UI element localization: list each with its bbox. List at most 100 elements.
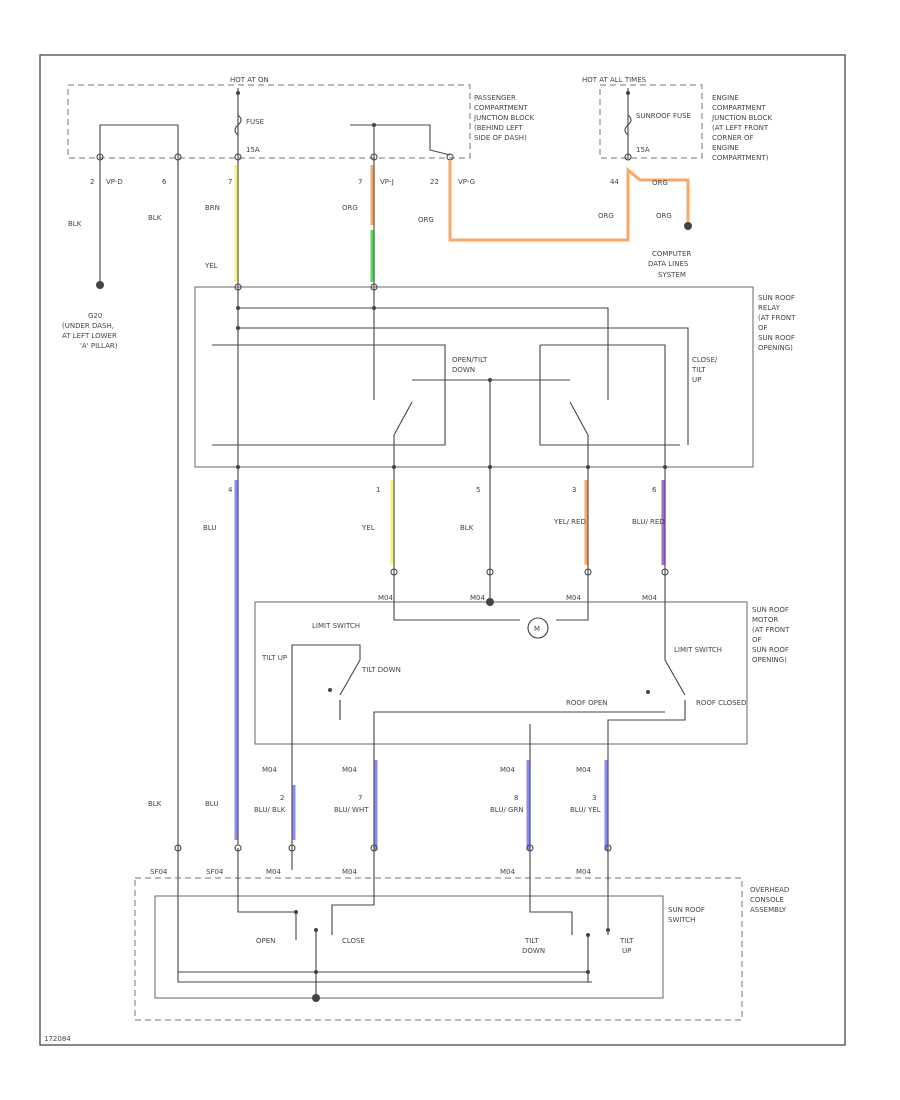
- power-wire-org-grn: ORG: [342, 160, 375, 290]
- pass-jb-line-4: (BEHIND LEFT: [474, 124, 523, 132]
- hot-at-all-times-label: HOT AT ALL TIMES: [582, 76, 647, 84]
- relay-pin-4: 3: [572, 486, 576, 494]
- pass-jb-line-2: COMPARTMENT: [474, 104, 528, 112]
- lower-pin-1: 2: [280, 794, 284, 802]
- conn-vpd: VP-D: [106, 178, 123, 186]
- eng-jb-line-6: ENGINE: [712, 144, 739, 152]
- open-tilt-line-1: OPEN/TILT: [452, 356, 488, 364]
- mid-wire-ylw-red: YEL/ RED: [553, 518, 586, 526]
- relay-motor-wires: BLU YEL BLK YEL/ RED BLU/ RED: [203, 467, 666, 845]
- org-d-label: ORG: [656, 212, 672, 220]
- overhead-console: OVERHEAD CONSOLE ASSEMBLY SUN ROOF SWITC…: [134, 844, 789, 1021]
- diagram-frame: [39, 54, 846, 1046]
- org-e-label: ORG: [652, 179, 668, 187]
- limit-switch-left: LIMIT SWITCH: [312, 622, 360, 630]
- org-c-label: ORG: [598, 212, 614, 220]
- lower-pin-2: 7: [358, 794, 362, 802]
- blk-a: BLK: [68, 220, 82, 228]
- open-tilt-line-2: DOWN: [452, 366, 475, 374]
- motor-line-1: SUN ROOF: [752, 606, 789, 614]
- sw-open-label: OPEN: [256, 937, 275, 945]
- sw-tilt-down-1: TILT: [524, 937, 539, 945]
- fuse-15a-run: FUSE 15A: [234, 88, 264, 160]
- sw-tilt-down-2: DOWN: [522, 947, 545, 955]
- pin-44: 44: [610, 178, 619, 186]
- pin-7a: 7: [228, 178, 232, 186]
- hot-at-on-label: HOT AT ON: [230, 76, 269, 84]
- pin-22: 22: [430, 178, 439, 186]
- pass-jb-line-1: PASSENGER: [474, 94, 516, 102]
- footer-code: 172084: [44, 1035, 71, 1043]
- motor-line-5: SUN ROOF: [752, 646, 789, 654]
- conn-l4: M04: [576, 766, 591, 774]
- blk-left-label: BLK: [148, 800, 162, 808]
- lower-wire-1: BLU/ BLK: [254, 806, 286, 814]
- fuse-1-label: FUSE: [246, 118, 264, 126]
- sw-conn-1: SF04: [150, 868, 168, 876]
- sw-conn-3: M04: [266, 868, 281, 876]
- conn-m1: M04: [378, 594, 393, 602]
- fuse-2-label: SUNROOF FUSE: [636, 112, 691, 120]
- fuse-15a-sunroof: SUNROOF FUSE 15A: [624, 88, 691, 160]
- motor-line-3: (AT FRONT: [752, 626, 790, 634]
- eng-jb-line-7: COMPARTMENT): [712, 154, 769, 162]
- ground-wire-g20: BLK: [68, 160, 104, 289]
- mid-wire-blk: BLK: [460, 524, 474, 532]
- sunroof-switch-line-2: SWITCH: [668, 916, 695, 924]
- relay-pin-5: 6: [652, 486, 657, 494]
- mid-wire-ylw: YEL: [361, 524, 375, 532]
- jb-terminals: [96, 153, 632, 161]
- lower-wire-4: BLU/ YEL: [570, 806, 601, 814]
- pin-7b: 7: [358, 178, 362, 186]
- roof-closed-label: ROOF CLOSED: [696, 699, 746, 707]
- console-line-1: OVERHEAD: [750, 886, 789, 894]
- conn-l1: M04: [262, 766, 277, 774]
- sw-conn-4: M04: [342, 868, 357, 876]
- sw-tilt-up-2: UP: [622, 947, 631, 955]
- pass-jb-line-3: JUNCTION BLOCK: [473, 114, 534, 122]
- mid-wire-blu-red: BLU/ RED: [632, 518, 665, 526]
- ground-line-2: (UNDER DASH,: [62, 322, 114, 330]
- lower-pin-4: 3: [592, 794, 596, 802]
- w-org-loop-wire: [448, 160, 690, 242]
- motor-switch-wires: M04 M04 M04 M04 2 7 8 3 BLU/ BLK BLU/ WH…: [148, 745, 609, 870]
- relay-line-2: RELAY: [758, 304, 781, 312]
- eng-jb-line-3: JUNCTION BLOCK: [711, 114, 772, 122]
- pin-6: 6: [162, 178, 167, 186]
- tilt-up-label: TILT UP: [261, 654, 287, 662]
- sw-close-label: CLOSE: [342, 937, 365, 945]
- blk-b: BLK: [148, 214, 162, 222]
- power-wire-brn-yel: BRN YEL: [204, 160, 239, 290]
- ylw-top-label: YEL: [204, 262, 218, 270]
- pass-jb-line-5: SIDE OF DASH): [474, 134, 527, 142]
- relay-pin-1: 4: [228, 486, 233, 494]
- passenger-junction-block: PASSENGER COMPARTMENT JUNCTION BLOCK (BE…: [67, 84, 534, 159]
- org-a-label: ORG: [342, 204, 358, 212]
- cdl-line-1: COMPUTER: [652, 250, 691, 258]
- limit-switch-right: LIMIT SWITCH: [674, 646, 722, 654]
- cdl-line-2: DATA LINES: [648, 260, 689, 268]
- eng-jb-line-1: ENGINE: [712, 94, 739, 102]
- ground-line-1: G20: [88, 312, 102, 320]
- close-tilt-line-3: UP: [692, 376, 701, 384]
- conn-l2: M04: [342, 766, 357, 774]
- ground-bus-internal: [99, 124, 179, 160]
- blu-left-label: BLU: [205, 800, 218, 808]
- relay-line-5: SUN ROOF: [758, 334, 795, 342]
- lower-wire-2: BLU/ WHT: [334, 806, 369, 814]
- console-line-3: ASSEMBLY: [750, 906, 787, 914]
- motor-line-2: MOTOR: [752, 616, 778, 624]
- cdl-org-loop: ORG ORG ORG ORG: [418, 160, 692, 242]
- fuse-1-rating: 15A: [246, 146, 260, 154]
- relay-pin-2: 1: [376, 486, 380, 494]
- ground-line-3: AT LEFT LOWER: [62, 332, 117, 340]
- conn-m3: M04: [566, 594, 581, 602]
- ground-line-4: 'A' PILLAR): [80, 342, 118, 350]
- org-b-label: ORG: [418, 216, 434, 224]
- console-line-2: CONSOLE: [750, 896, 784, 904]
- relay-line-3: (AT FRONT: [758, 314, 796, 322]
- lower-wire-3: BLU/ GRN: [490, 806, 524, 814]
- tilt-down-label: TILT DOWN: [361, 666, 401, 674]
- eng-jb-line-5: CORNER OF: [712, 134, 754, 142]
